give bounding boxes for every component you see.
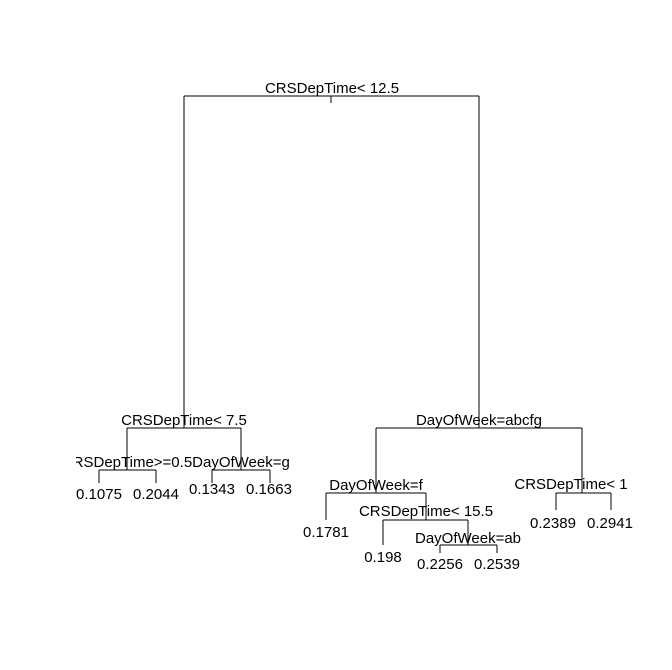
leaf-value-r4: 0.2539 [474,556,520,573]
leaf-value-l4: 0.1663 [246,481,292,498]
split-label-left: CRSDepTime< 7.5 [121,412,247,429]
leaf-value-r2: 0.198 [364,549,402,566]
leaf-value-r5: 0.2389 [530,515,576,532]
split-label-root: CRSDepTime< 12.5 [265,80,399,97]
split-label-right-left-right: CRSDepTime< 15.5 [359,503,493,520]
split-label-left-right: DayOfWeek=g [192,454,290,471]
leaf-value-r6: 0.2941 [587,515,633,532]
leaf-value-l3: 0.1343 [189,481,235,498]
split-label-left-left: CRSDepTime>=0.5 [62,454,192,471]
split-label-right-left-right-right: DayOfWeek=ab [415,530,521,547]
leaf-value-r3: 0.2256 [417,556,463,573]
split-label-right: DayOfWeek=abcfg [416,412,542,429]
leaf-value-l1: 0.1075 [76,486,122,503]
split-label-right-right: CRSDepTime< 1 [514,476,627,493]
leaf-value-r1: 0.1781 [303,524,349,541]
split-label-right-left: DayOfWeek=f [329,477,423,494]
leaf-value-l2: 0.2044 [133,486,179,503]
